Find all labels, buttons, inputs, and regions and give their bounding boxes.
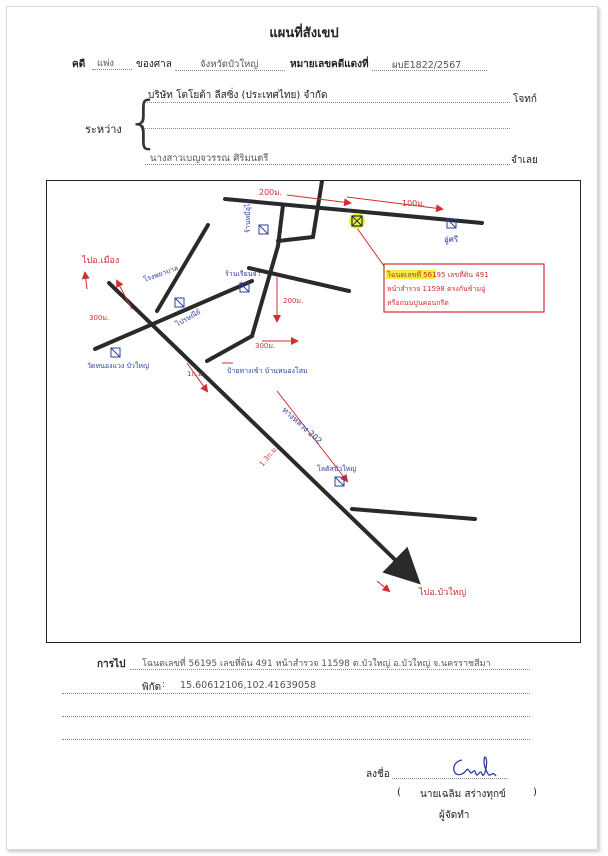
coords-value: 15.60612106,102.41639058	[180, 680, 316, 691]
target-highlight	[386, 270, 436, 279]
label-shop: ร้านเรียนจ้ำ	[225, 270, 261, 278]
close-paren: )	[533, 787, 537, 798]
label-dist-200m-top: 200ม.	[259, 188, 283, 197]
highway-202	[107, 281, 421, 585]
red-no-dots	[372, 70, 487, 71]
case-type: แพ่ง	[97, 58, 115, 69]
between-label: ระหว่าง	[85, 123, 122, 136]
label-sign: ป้ายทางเข้า บ้านหนองโสม	[227, 367, 308, 375]
road-vertical-right	[311, 181, 324, 239]
sign-dots	[392, 778, 507, 779]
red-no-value: ผบE1822/2567	[392, 60, 462, 71]
label-dist-300m-b: 300ม.	[89, 314, 110, 322]
road-connector	[276, 235, 315, 243]
label-dist-1km: 1ก.ม.	[187, 370, 205, 378]
defendant-role: จำเลย	[511, 155, 538, 166]
destination-label: การไป	[97, 659, 126, 670]
label-dist-300m-a: 300ม.	[255, 342, 276, 350]
label-to-buayai: ไปอ.บัวใหญ่	[419, 588, 467, 598]
between-brace: {	[126, 90, 162, 155]
signer-role: ผู้จัดทำ	[439, 810, 470, 821]
road-top	[223, 197, 484, 225]
label-clinic: ร้านหมี่อุไร	[244, 199, 252, 233]
defendant-dots	[145, 164, 510, 165]
plaintiff-name: บริษัท โตโยต้า ลีสซิ่ง (ประเทศไทย) จำกัด	[148, 90, 328, 101]
label-dist-200m: 200ม.	[283, 297, 304, 305]
plaintiff-dots	[145, 102, 510, 103]
court-dots	[175, 70, 285, 71]
dots-line-3	[62, 739, 530, 740]
coords-label: พิกัด	[142, 682, 162, 693]
sketch-map: 200ม. 100ม. ไปอ.เมือง ไปอ.บัวใหญ่ โฉนดเล…	[46, 180, 581, 643]
target-text-3: หรือถนนปูนคอนกรีต	[387, 299, 449, 307]
dots-line-2	[62, 716, 530, 717]
target-text-1: โฉนดเลขที่ 56195 เลขที่ดิน 491	[387, 271, 489, 279]
label-temple: วัดหนองแวง บัวใหญ่	[87, 362, 149, 370]
road-lower-right	[350, 507, 477, 521]
road-small	[205, 334, 254, 363]
road-cross-left	[93, 279, 254, 351]
sign-label: ลงชื่อ	[366, 769, 390, 780]
destination-value: โฉนดเลขที่ 56195 เลขที่ดิน 491 หน้าสำรวจ…	[142, 659, 491, 669]
defendant-name: นางสาวเบญจวรรณ ศิริมนตรี	[150, 153, 269, 164]
signer-name: นายเฉลิม สร่างทุกข์	[420, 789, 506, 800]
label-dist-100m: 100ม.	[402, 199, 426, 208]
court-value: จังหวัดบัวใหญ่	[200, 59, 259, 70]
case-type-dots	[92, 69, 132, 70]
label-to-mueang: ไปอ.เมือง	[82, 256, 120, 266]
plaintiff-role: โจทก์	[513, 94, 537, 105]
road-mid-down	[250, 244, 280, 338]
road-left-diag	[155, 223, 210, 313]
label-garage: อู่ศรี	[444, 235, 459, 244]
red-no-label: หมายเลขคดีแดงที่	[290, 59, 369, 70]
dots-line-1	[62, 693, 530, 694]
open-paren: (	[397, 787, 401, 798]
map-canvas	[81, 181, 545, 593]
document-title: แผนที่สังเขป	[269, 26, 339, 41]
road-branch-right	[247, 266, 351, 293]
between-middle-dots	[145, 128, 510, 129]
court-label: ของศาล	[136, 59, 172, 70]
signature-image	[453, 756, 497, 777]
destination-dots	[130, 669, 530, 670]
label-market: โลตัสบัวใหญ่	[317, 465, 357, 473]
case-label: คดี	[72, 59, 86, 70]
target-text-2: หน้าสำรวจ 11598 ตรงกันข้ามอู่	[387, 285, 486, 293]
